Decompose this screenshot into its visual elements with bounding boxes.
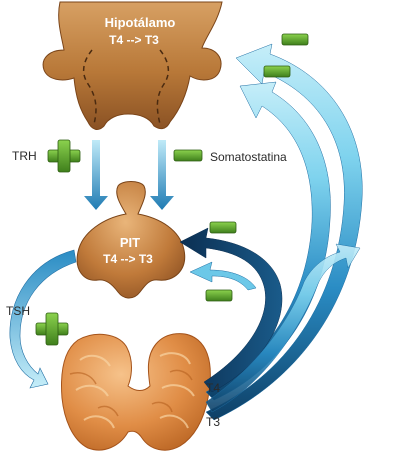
pituitary-conversion: T4 --> T3 [103,252,153,266]
hypothalamus-to-pit-arrows [84,140,174,210]
t4-label: T4 [206,381,220,395]
hypothalamus-conversion: T4 --> T3 [109,33,159,47]
tsh-arrow [9,249,77,389]
t3-feedback-hypothalamus-arrow [205,43,363,421]
hypothalamus-inhibition-minus-icon-1 [281,33,309,46]
hypothalamus-title: Hipotálamo [105,15,176,30]
hypothalamus-inhibition-minus-icon-2 [263,65,291,78]
pituitary-title: PIT [120,235,140,250]
somatostatina-minus-icon [173,149,203,162]
pituitary: PIT T4 --> T3 [76,181,186,299]
trh-label: TRH [12,149,37,163]
pit-inhibition-minus-icon-2 [205,289,233,302]
t4-feedback-pit-arrow [179,227,283,393]
hypothalamus: Hipotálamo T4 --> T3 [42,1,223,130]
tsh-label: TSH [6,304,30,318]
pit-inhibition-minus-icon-1 [209,221,237,234]
thyroid-gland [61,333,211,451]
t3-label: T3 [206,415,220,429]
somatostatina-label: Somatostatina [210,150,287,164]
trh-plus-icon [47,139,81,173]
tsh-plus-icon [35,312,69,346]
t3-feedback-pit-arrow [189,243,361,413]
